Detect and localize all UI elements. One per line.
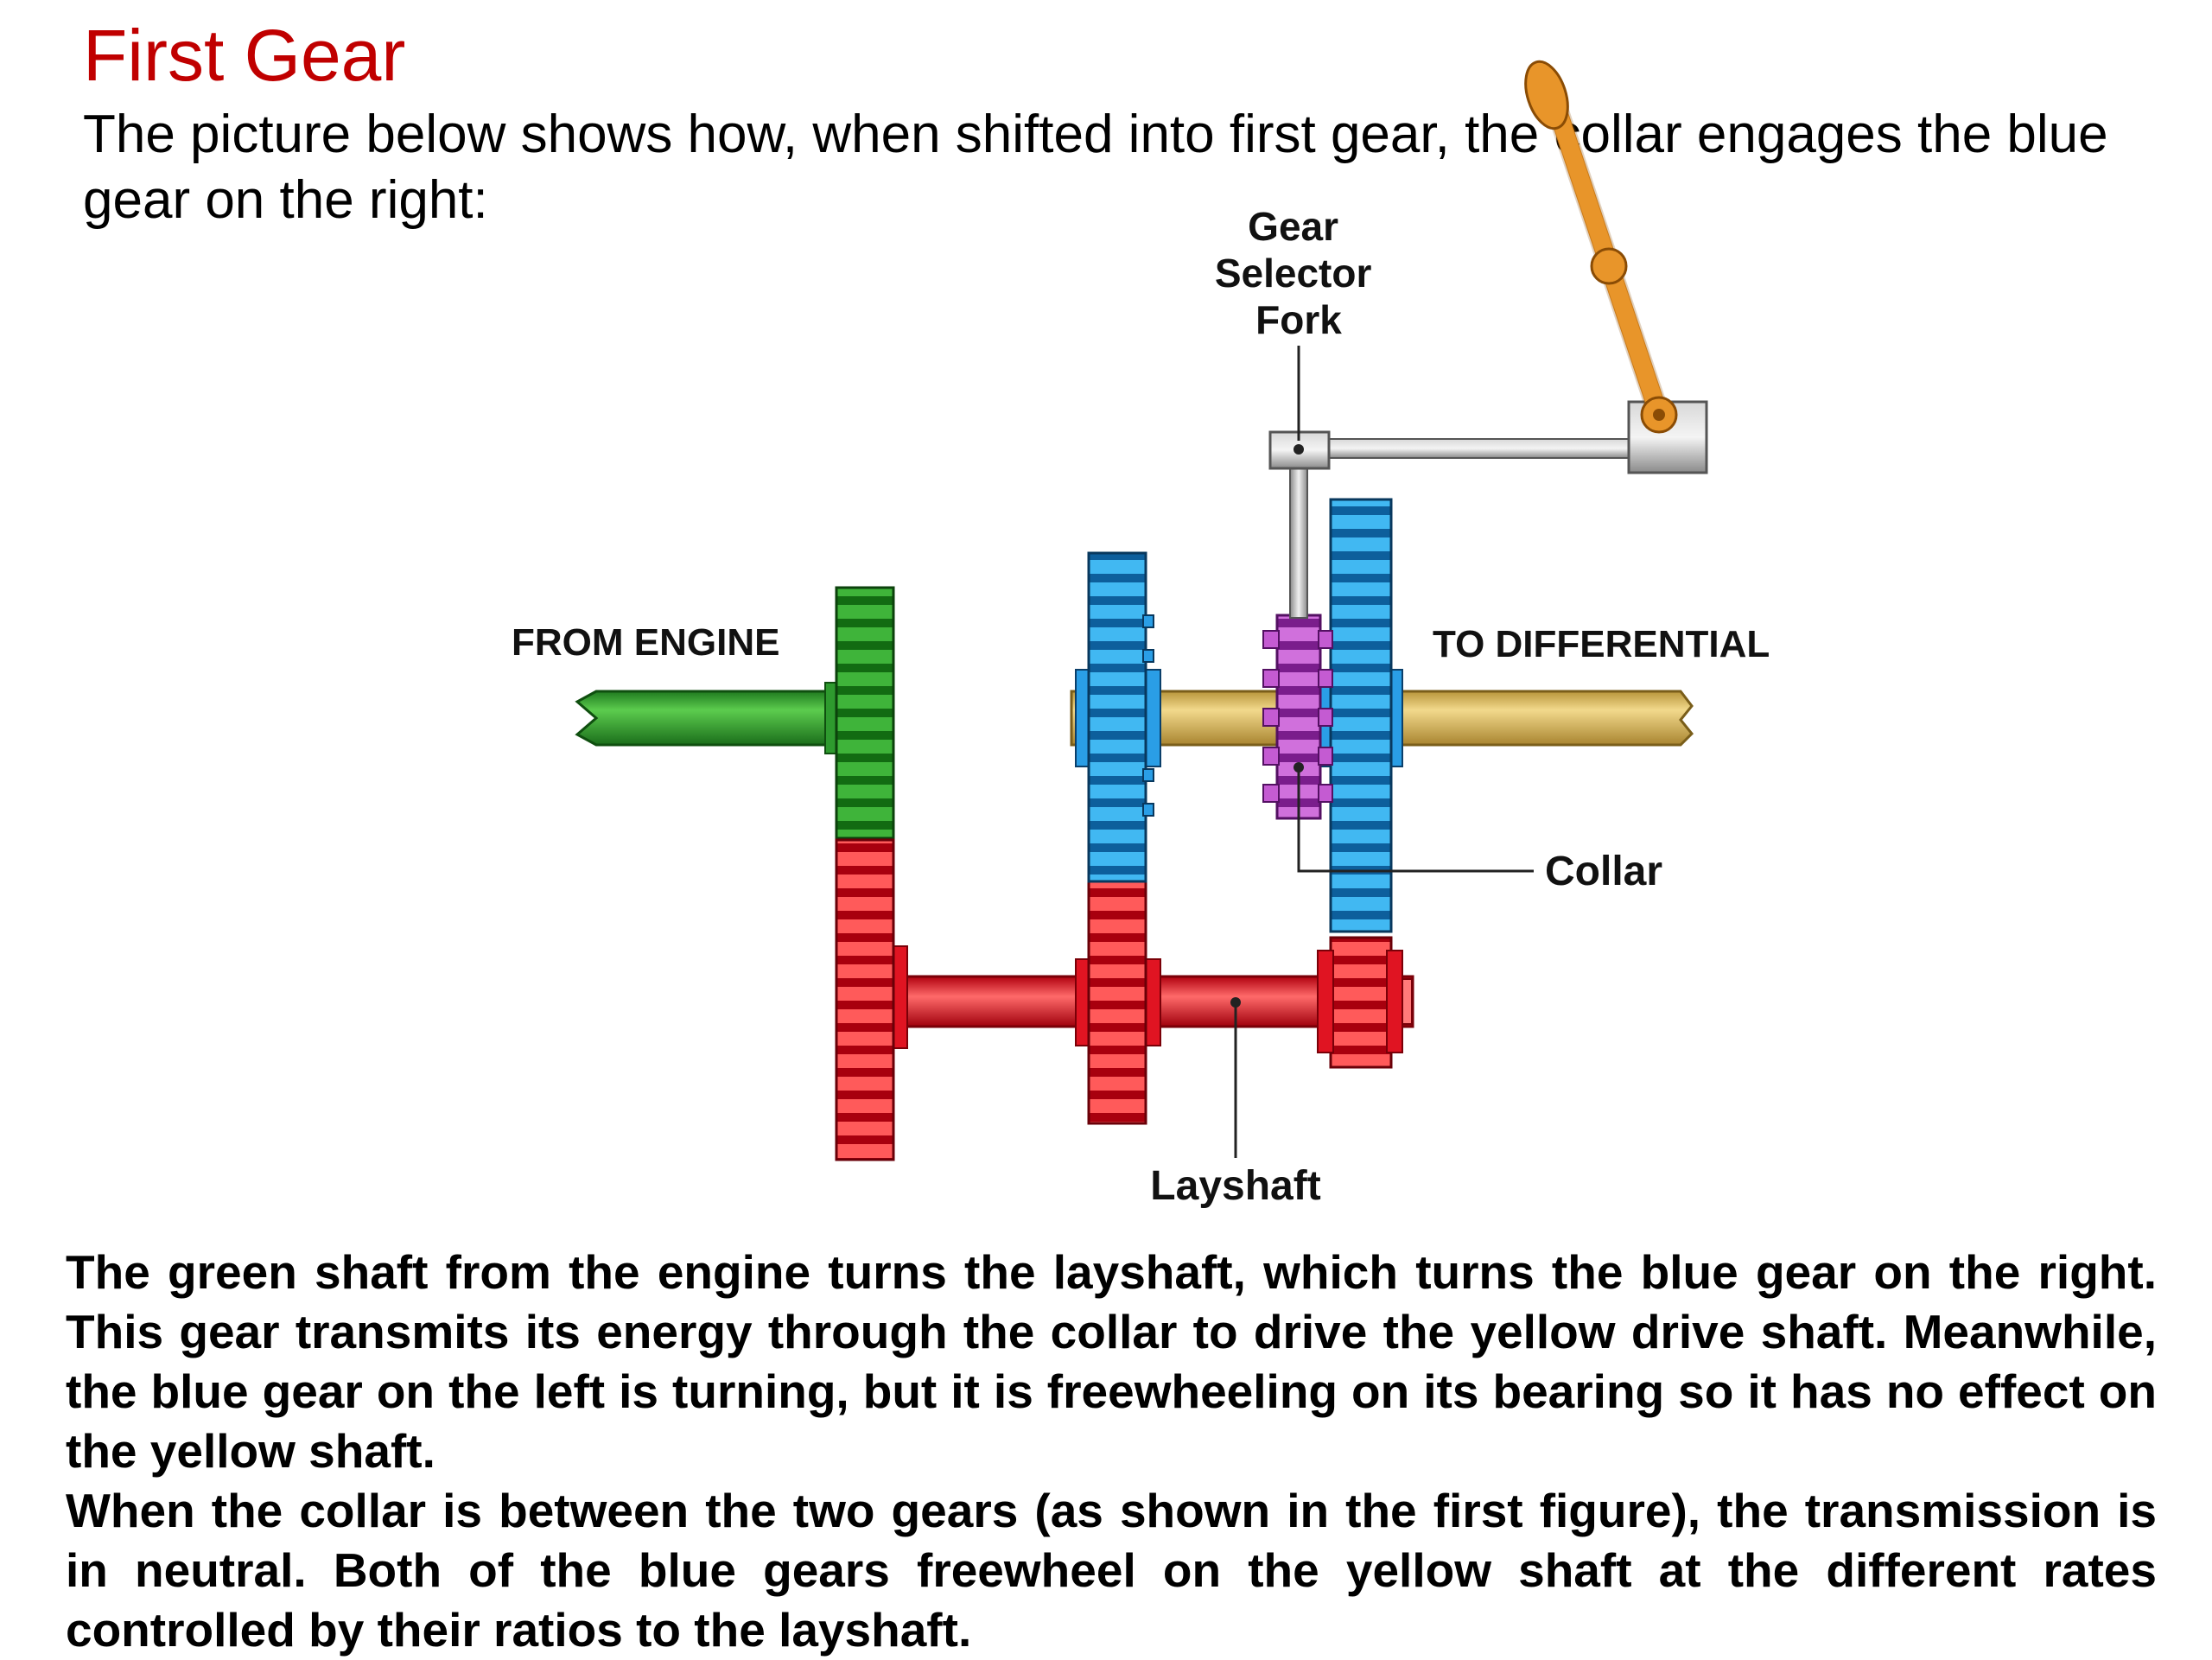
blue-gear-right <box>1329 498 1393 933</box>
transmission-diagram: Gear Selector Fork FROM ENGINE TO DIFFER… <box>512 60 1770 1209</box>
lever-pivot <box>1590 247 1628 285</box>
label-collar: Collar <box>1545 849 1662 894</box>
body-paragraph-2: When the collar is between the two gears… <box>66 1484 2157 1657</box>
label-to-differential: TO DIFFERENTIAL <box>1433 623 1770 665</box>
input-shaft <box>575 690 831 747</box>
body-paragraph-1: The green shaft from the engine turns th… <box>66 1245 2157 1478</box>
label-gear-selector-fork: Gear Selector Fork <box>1215 204 1382 342</box>
label-layshaft: Layshaft <box>1150 1163 1320 1209</box>
layshaft-gear-large <box>835 838 895 1161</box>
collar-dogs <box>1262 630 1333 803</box>
intro-text: The picture below shows how, when shifte… <box>83 105 2108 230</box>
lever-knob <box>1524 60 1569 130</box>
slide-title: First Gear <box>83 15 406 96</box>
input-gear <box>835 586 895 840</box>
blue-gear-left <box>1087 551 1147 883</box>
collar-leader <box>1297 769 1534 873</box>
label-from-engine: FROM ENGINE <box>512 621 779 664</box>
body-text: The green shaft from the engine turns th… <box>66 1243 2157 1660</box>
layshaft-gear-small <box>1329 936 1393 1069</box>
fork-rod <box>1289 457 1308 619</box>
layshaft-gear-middle <box>1087 880 1147 1125</box>
linkage-rod <box>1313 438 1643 459</box>
